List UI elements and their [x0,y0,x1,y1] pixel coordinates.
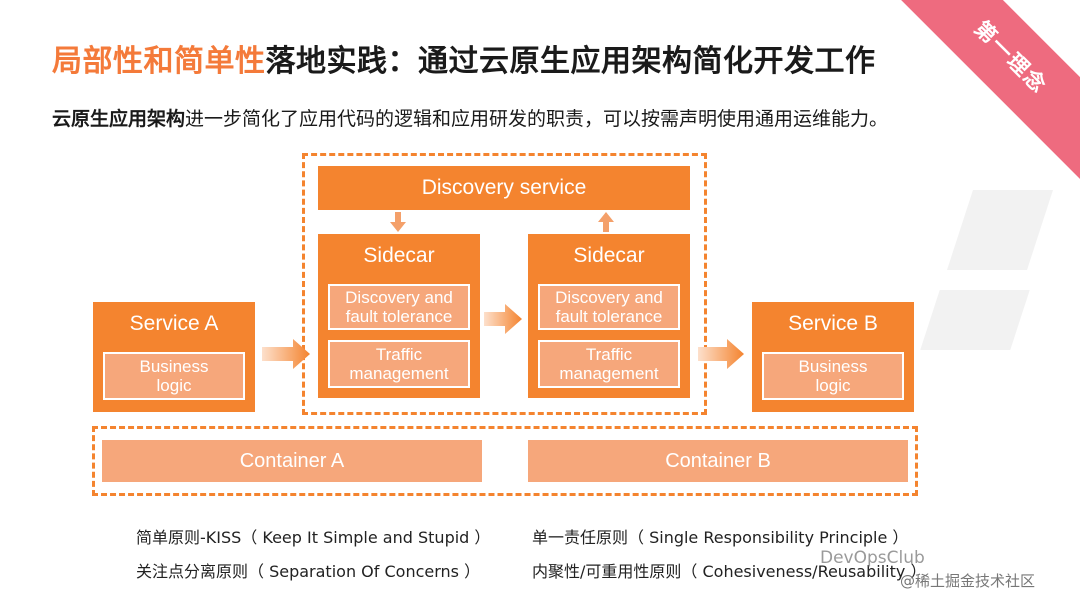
arrow-right-icon [698,339,744,369]
sidecar-left-traffic: Traffic management [328,340,470,388]
container-a: Container A [102,440,482,482]
watermark: DevOpsClub [820,548,925,568]
arrow-right-icon [262,339,310,369]
arrow-down-icon [390,212,406,232]
container-b: Container B [528,440,908,482]
subtitle: 云原生应用架构进一步简化了应用代码的逻辑和应用研发的职责，可以按需声明使用通用运… [52,104,888,131]
service-a: Service A Business logic [93,302,255,412]
service-b-title: Service B [788,312,878,335]
page-title: 局部性和简单性落地实践：通过云原生应用架构简化开发工作 [52,36,876,80]
service-a-business-logic: Business logic [103,352,245,400]
container-boundary [92,426,918,496]
principle-cohesiveness: 内聚性/可重用性原则（ Cohesiveness/Reusability ） [532,562,927,581]
subtitle-rest: 进一步简化了应用代码的逻辑和应用研发的职责，可以按需声明使用通用运维能力。 [185,108,889,130]
principle-separation-of-concerns: 关注点分离原则（ Separation Of Concerns ） [136,562,481,581]
watermark-community: @稀土掘金技术社区 [900,572,1036,590]
sidecar-right-title: Sidecar [573,244,645,267]
discovery-service-label: Discovery service [421,176,587,199]
arrow-right-icon [484,304,522,334]
principle-single-responsibility: 单一责任原则（ Single Responsibility Principle … [532,528,909,547]
service-b: Service B Business logic [752,302,914,412]
subtitle-bold: 云原生应用架构 [52,108,186,130]
container-b-label: Container B [665,449,771,472]
sidecar-right-traffic: Traffic management [538,340,680,388]
title-rest: 落地实践：通过云原生应用架构简化开发工作 [265,44,876,79]
sidecar-right-discovery: Discovery and fault tolerance [538,284,680,330]
container-a-label: Container A [239,449,345,472]
sidecar-left: Sidecar Discovery and fault tolerance Tr… [318,234,480,398]
service-a-title: Service A [129,312,219,335]
sidecar-left-title: Sidecar [363,244,435,267]
service-b-business-logic: Business logic [762,352,904,400]
title-highlight: 局部性和简单性 [52,44,266,79]
arrow-up-icon [598,212,614,232]
principle-kiss: 简单原则-KISS（ Keep It Simple and Stupid ） [136,528,491,547]
sidecar-right: Sidecar Discovery and fault tolerance Tr… [528,234,690,398]
discovery-service: Discovery service [318,166,690,210]
sidecar-left-discovery: Discovery and fault tolerance [328,284,470,330]
service-mesh-boundary [302,153,707,415]
